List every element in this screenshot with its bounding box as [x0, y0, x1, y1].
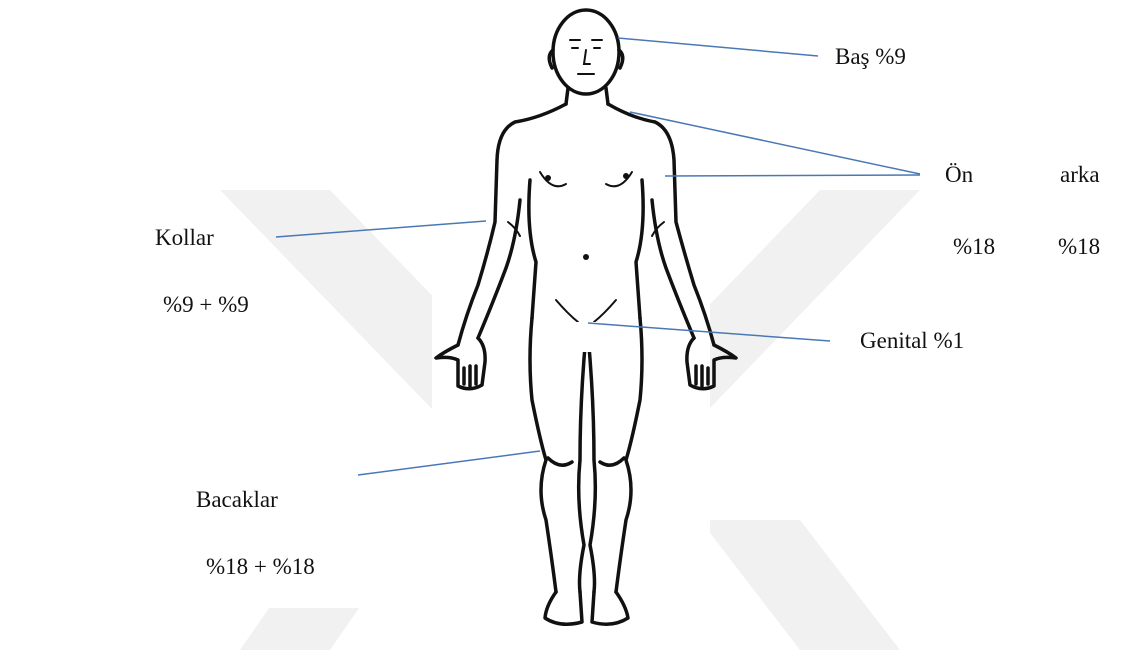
- left-nipple: [545, 175, 551, 181]
- navel: [583, 254, 589, 260]
- legs-label: Bacaklar: [196, 488, 278, 511]
- front-percent: %18: [953, 235, 995, 258]
- front-leader-line: [665, 175, 920, 176]
- genital-label: Genital %1: [860, 329, 964, 352]
- arms-label: Kollar: [155, 226, 214, 249]
- arms-percent: %9 + %9: [163, 293, 249, 316]
- legs-percent: %18 + %18: [206, 555, 315, 578]
- head-label: Baş %9: [835, 45, 906, 68]
- back-label: arka: [1060, 163, 1100, 186]
- genital-cover: [566, 322, 606, 352]
- front-label: Ön: [945, 163, 973, 186]
- back-percent: %18: [1058, 235, 1100, 258]
- right-nipple: [623, 173, 629, 179]
